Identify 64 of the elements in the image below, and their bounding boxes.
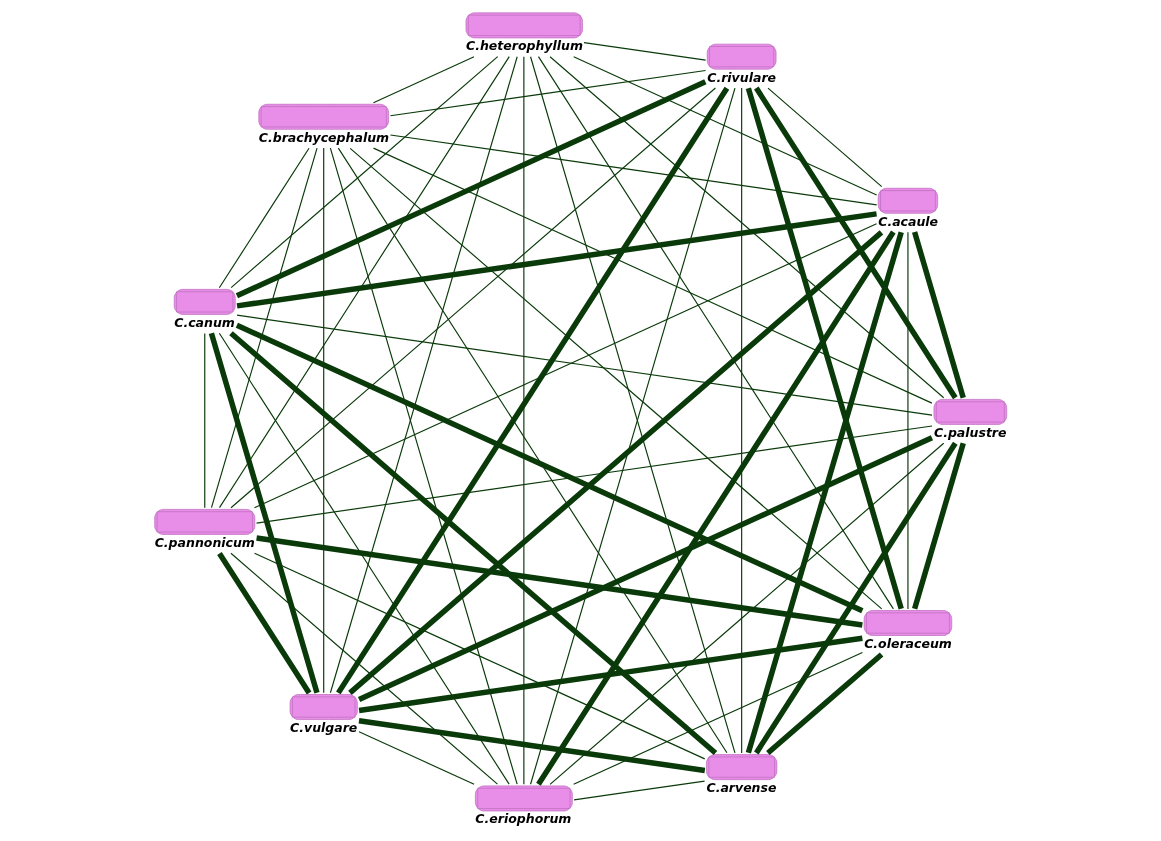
connector [218,56,510,509]
connector [253,552,706,760]
connector [256,535,863,628]
connector [235,322,864,614]
connector [536,230,896,786]
connector [329,147,518,785]
connector [741,87,743,754]
connector [358,635,863,714]
connector [573,780,706,801]
connector [912,442,966,610]
connector [389,134,878,206]
connector [745,87,904,610]
connector [323,147,325,694]
connector [348,230,884,695]
connector [767,87,883,188]
connector [208,332,320,694]
connector [229,331,718,756]
connector [358,731,475,785]
connector [573,56,878,196]
connector [236,314,933,416]
connector [583,42,707,61]
connector [337,147,728,754]
connector [907,231,909,610]
connector [210,147,318,509]
connector [255,425,933,524]
connector [389,69,707,117]
connector [549,442,945,785]
node-label: C.acaule [878,213,939,229]
connector [573,651,863,785]
connector [336,86,730,695]
connector [357,435,934,702]
connector [372,147,933,404]
connector [523,56,525,785]
connector [745,231,904,754]
connector [218,332,510,785]
connector [329,56,518,694]
connector [217,551,312,695]
node-label: C.rivulare [707,69,777,85]
connector [218,147,310,289]
connector [230,56,499,289]
connector [230,87,717,509]
connector [912,231,966,399]
node-label: C.eriophorum [475,811,572,827]
node-label: C.pannonicum [154,534,255,550]
connector [766,652,884,756]
connector [236,211,877,309]
node-label: C.oleraceum [864,635,952,651]
node-label: C.heterophyllum [465,38,583,54]
node-label: C.canum [174,314,235,330]
connector [549,56,945,399]
connector [754,86,958,400]
connector [235,79,707,299]
connector [372,56,475,104]
connector [537,56,894,610]
node-label: C.arvense [706,779,777,795]
node-label: C.palustre [933,424,1007,440]
connector [204,332,206,509]
node-label: C.vulgare [290,719,358,735]
connector [230,552,499,785]
connector [754,441,958,755]
connector [349,147,883,610]
connector [358,718,706,774]
connector [253,223,878,509]
node-label: C.brachycephalum [258,129,390,145]
